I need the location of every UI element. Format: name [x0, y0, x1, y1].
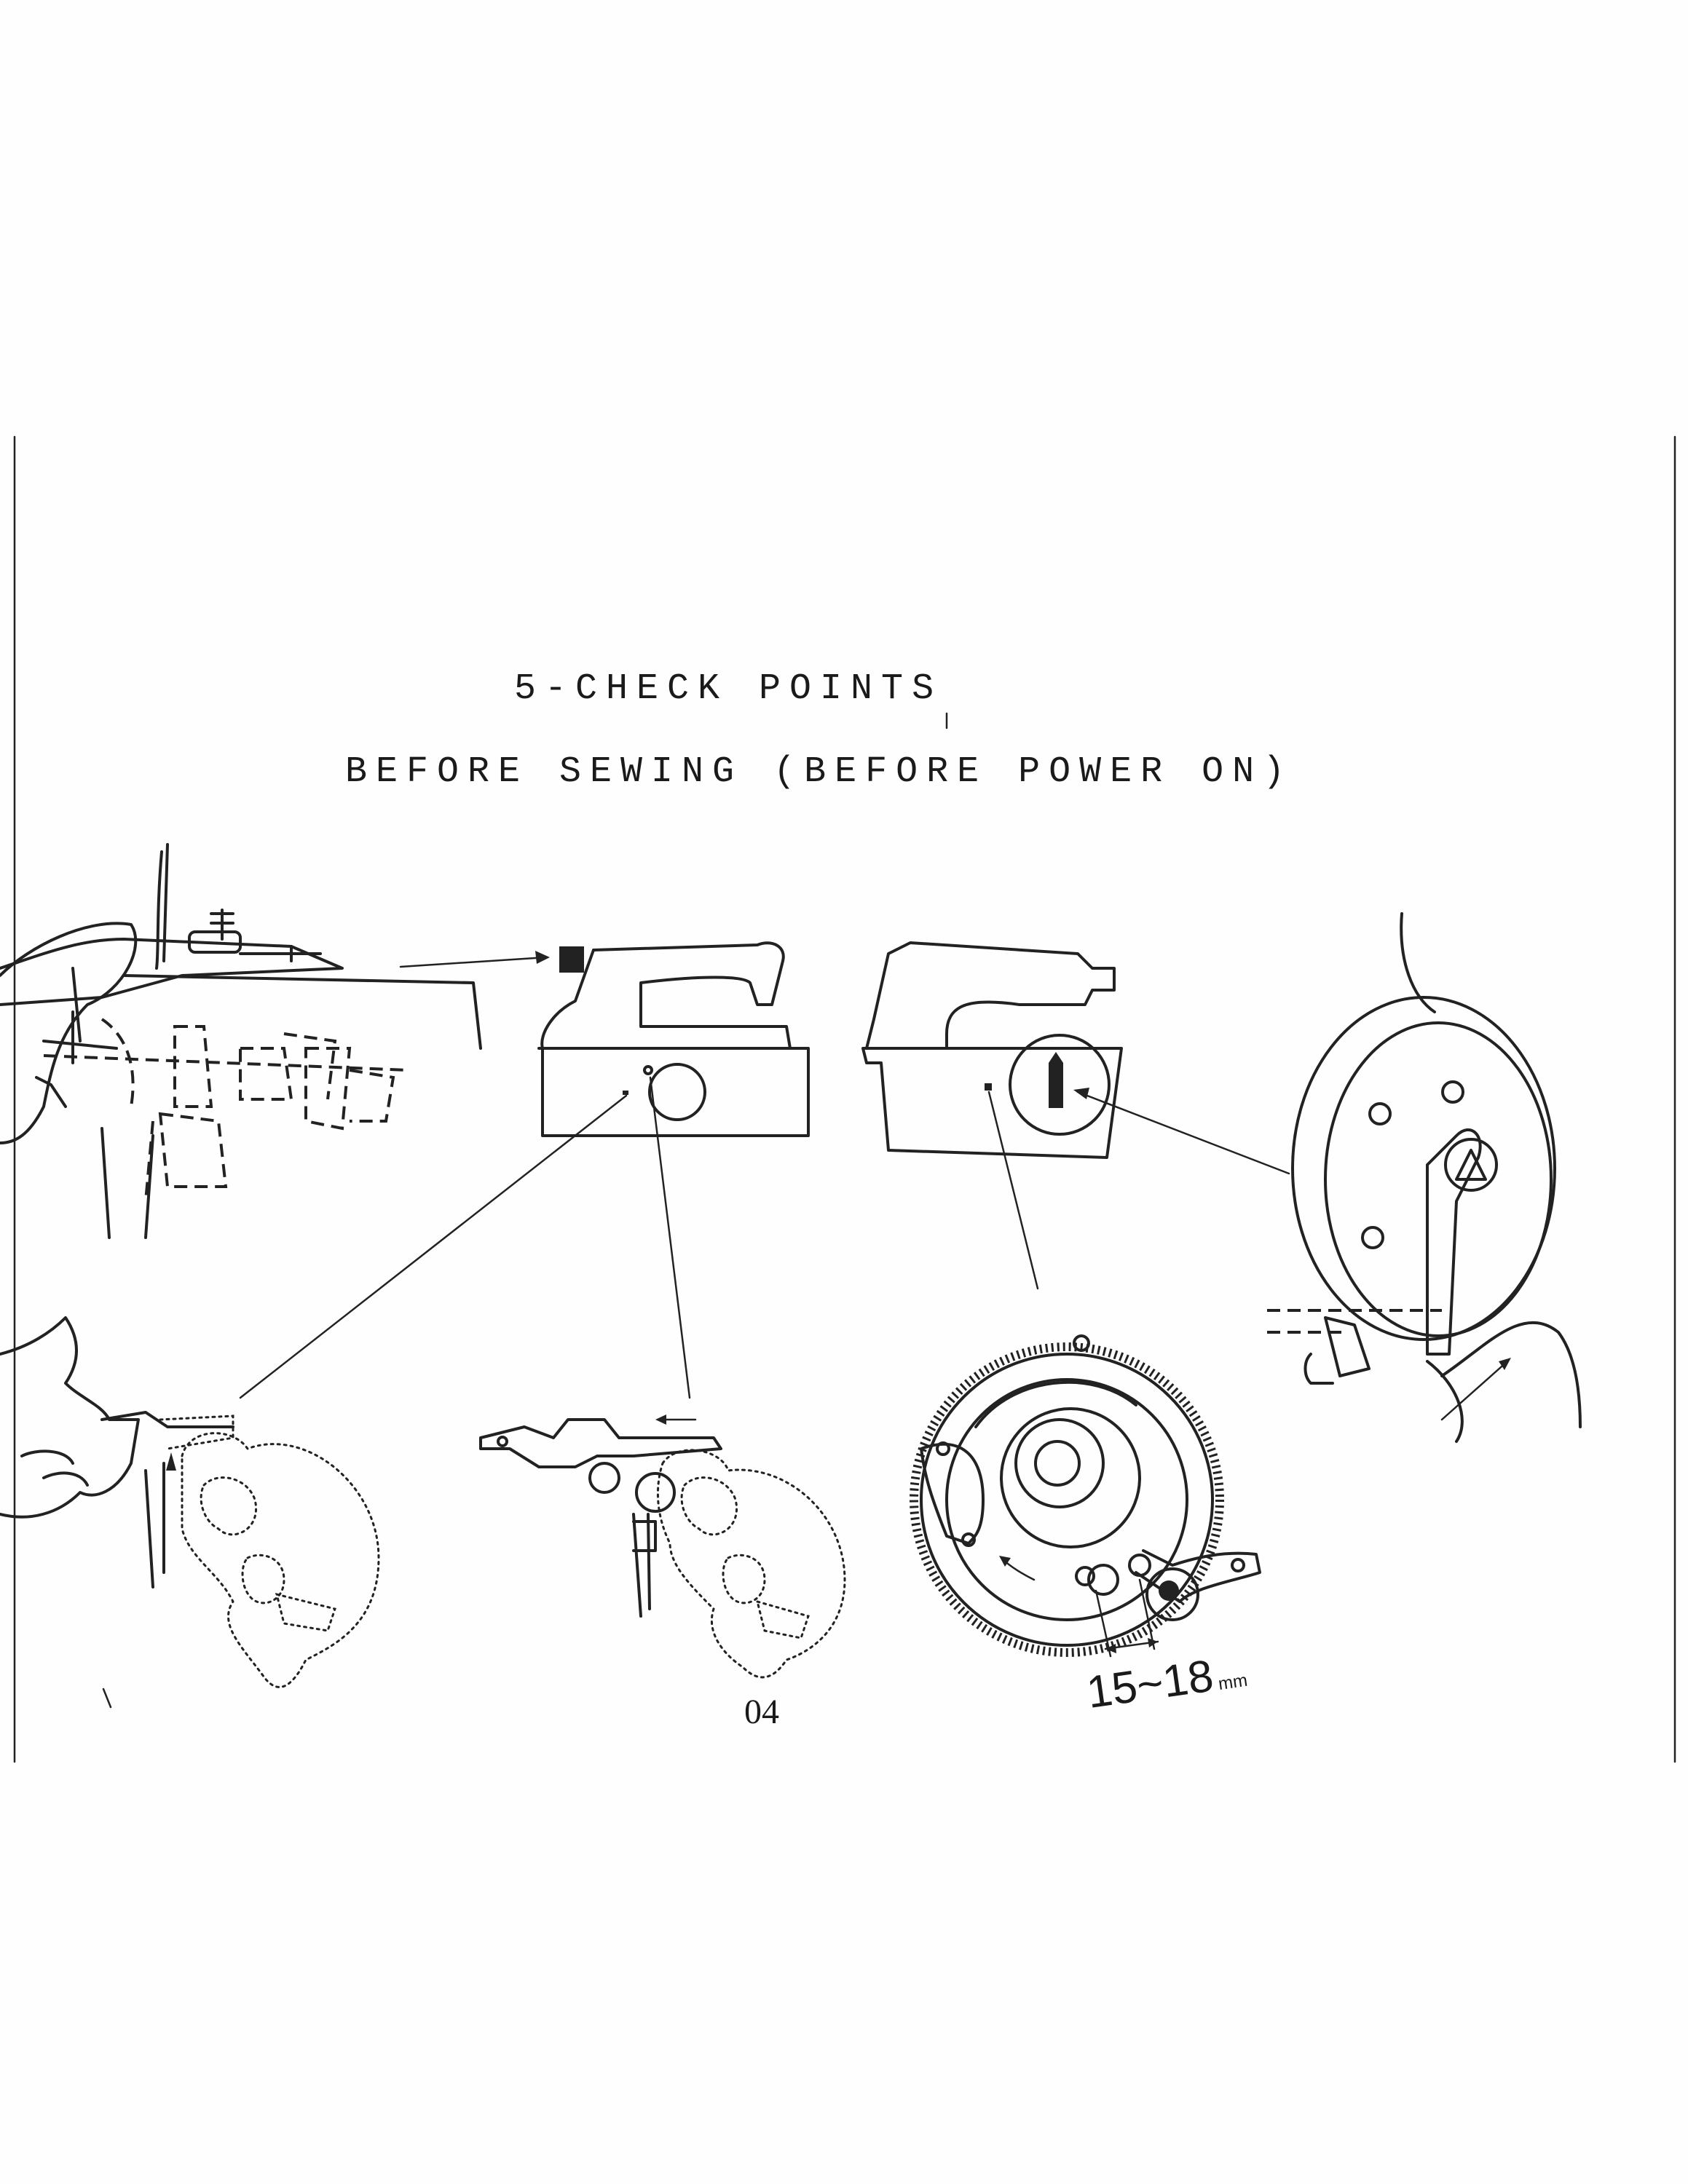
arrow-handwheel-to-machine: [1073, 1088, 1290, 1175]
dimension-unit: mm: [1217, 1670, 1249, 1695]
machine-top-drawing: [0, 843, 482, 1239]
section-subtitle: BEFORE SEWING (BEFORE POWER ON): [345, 751, 1294, 793]
linkage-drawing-middle: [479, 1415, 846, 1679]
arrow-to-machine-side: [399, 951, 550, 968]
section-title: 5-CHECK POINTS: [514, 668, 943, 710]
handwheel-drawing: [1267, 912, 1582, 1443]
gear-wheel-drawing: [910, 1334, 1261, 1658]
stray-mark: [102, 1688, 112, 1709]
page-number: 04: [744, 1693, 779, 1731]
leader-lines: [239, 1076, 1039, 1399]
machine-side-view-right: [861, 941, 1123, 1159]
hand-linkage-drawing-left: [0, 1316, 380, 1688]
machine-side-view-left: [537, 941, 810, 1137]
